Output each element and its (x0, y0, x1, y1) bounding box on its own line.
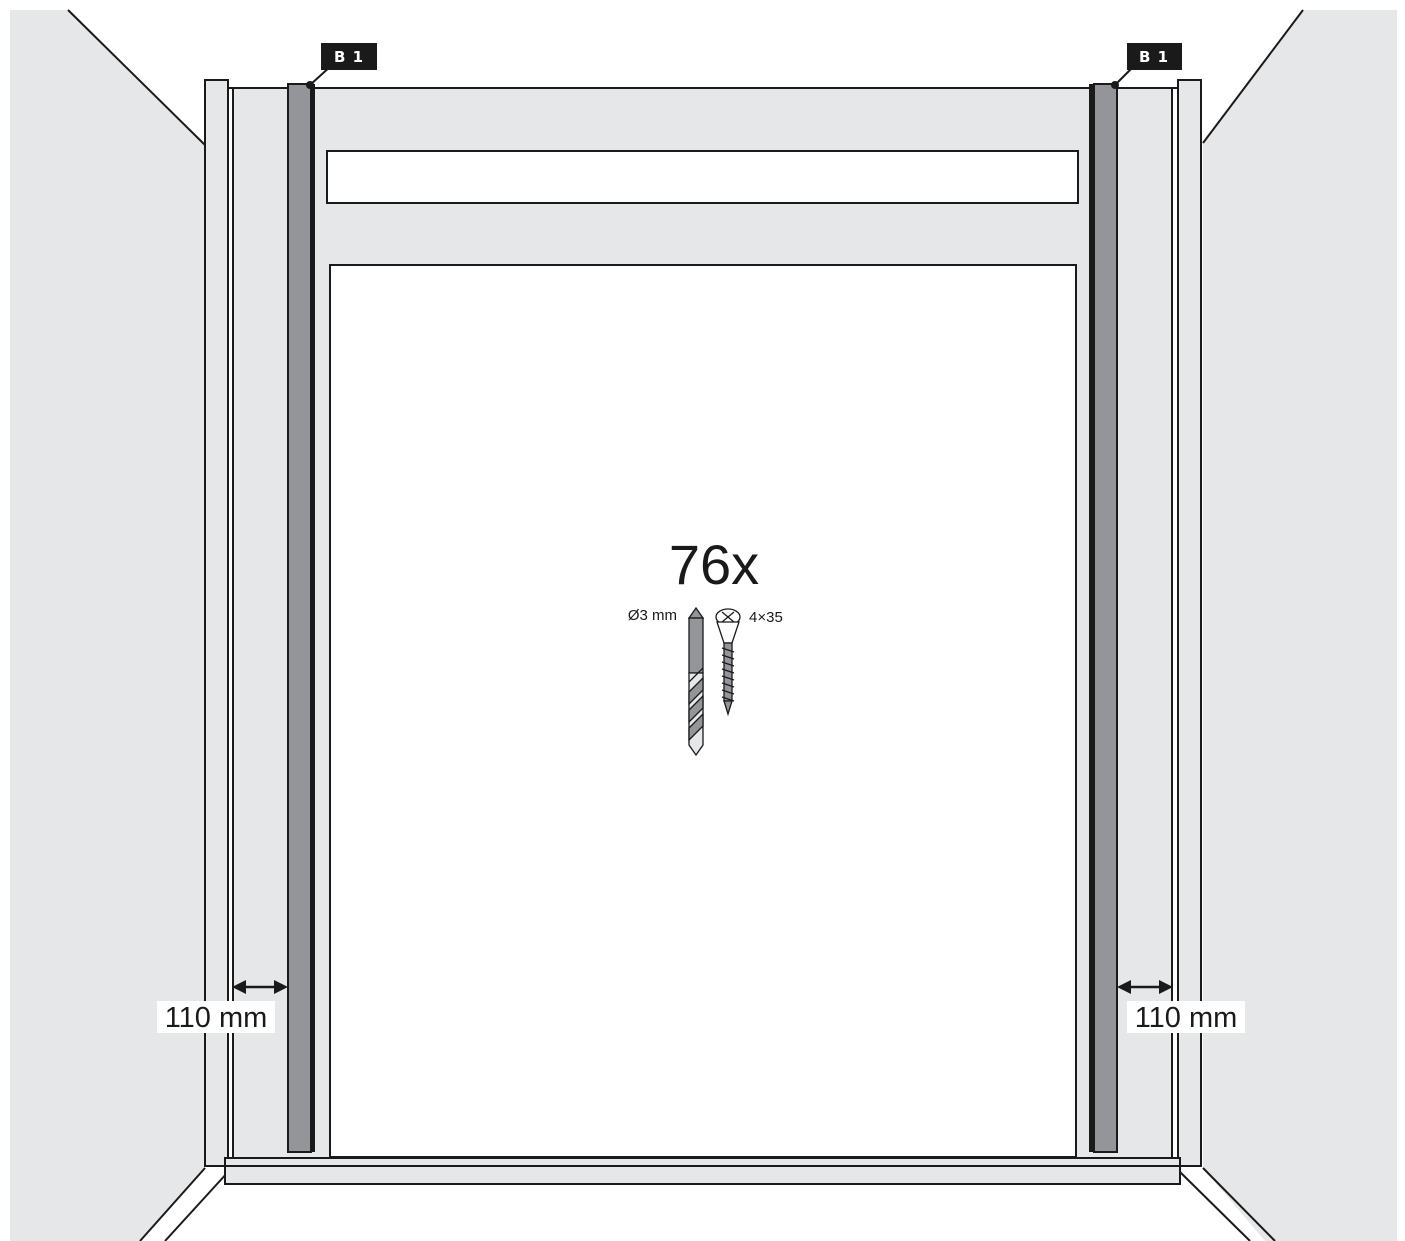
drill-size-label: Ø3 mm (628, 607, 677, 624)
door-frame (204, 79, 1202, 1185)
right-wall (1203, 10, 1397, 1241)
right-dimension: 110 mm (1117, 980, 1245, 1034)
right-part-label: B 1 (1139, 48, 1169, 66)
drill-bit-icon (687, 606, 705, 757)
right-callout: B 1 (1111, 43, 1182, 89)
dimension-arrow-icon (232, 980, 288, 994)
left-dimension: 110 mm (157, 980, 288, 1034)
dimension-arrow-icon (1117, 980, 1173, 994)
left-wall (10, 10, 205, 1241)
quantity-label: 76x (669, 533, 759, 596)
left-batten (287, 83, 312, 1153)
left-part-label: B 1 (334, 48, 364, 66)
left-callout: B 1 (306, 43, 377, 89)
hardware-callout: 76x Ø3 mm 4×35 (628, 533, 783, 757)
floor (140, 1168, 1265, 1241)
floor-plate (224, 1165, 1181, 1185)
top-slot (326, 150, 1079, 204)
screw-icon (715, 608, 741, 717)
left-spacing-label: 110 mm (165, 1002, 268, 1034)
right-spacing-label: 110 mm (1135, 1002, 1238, 1034)
bottom-sill (224, 1157, 1181, 1167)
screw-size-label: 4×35 (749, 609, 783, 626)
right-batten (1093, 83, 1118, 1153)
room-walls (10, 9, 1397, 1241)
right-outer-jamb (1177, 79, 1202, 1167)
left-outer-jamb (204, 79, 229, 1167)
battens (287, 83, 1118, 1153)
